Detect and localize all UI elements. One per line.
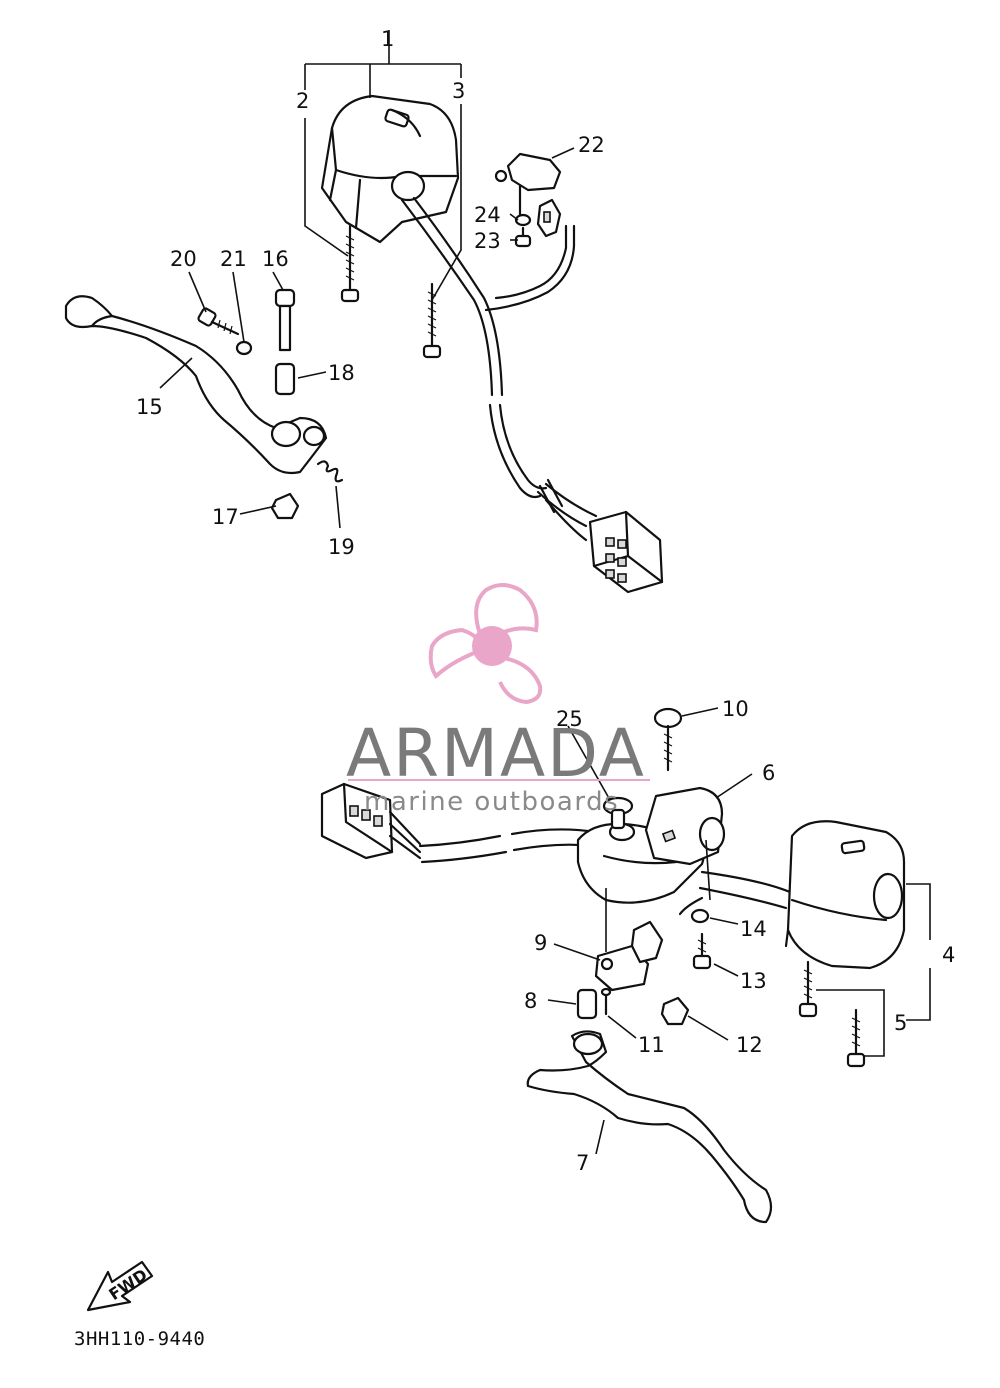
callout-14: 14 [740,917,767,941]
callout-21: 21 [220,247,247,271]
brake-lever [64,295,328,475]
handlebar [678,870,792,916]
lower-connector [320,782,422,860]
nut-12 [660,996,690,1026]
clutch-switch-9 [594,920,664,992]
callout-4: 4 [942,943,955,967]
screw-10 [653,707,683,772]
callout-3: 3 [452,79,465,103]
watermark-tagline: marine outboards [364,787,619,817]
drawing-code: 3HH110-9440 [74,1328,206,1350]
collar-8 [576,988,598,1020]
leader-lines [159,30,931,1155]
propeller-logo-icon [428,583,543,705]
callout-1: 1 [381,27,394,51]
nut-21 [235,340,253,356]
nut-17 [270,492,300,520]
screw-23 [514,226,532,248]
clutch-switch-cable [418,828,598,864]
forward-arrow-icon: FWD [86,1260,154,1312]
callout-17: 17 [212,505,239,529]
callout-6: 6 [762,761,775,785]
screw-11 [600,987,612,1016]
callout-19: 19 [328,535,355,559]
clutch-lever-holder [576,786,726,904]
watermark: ARMADA marine outboards [346,583,650,817]
spring-19 [316,460,344,483]
callout-2: 2 [296,89,309,113]
screws-5 [798,960,866,1068]
callout-5: 5 [894,1011,907,1035]
callout-22: 22 [578,133,605,157]
brake-switch [494,152,562,238]
bolt-20 [197,307,240,336]
screw-13 [692,932,712,970]
callout-7: 7 [576,1151,589,1175]
callout-24: 24 [474,203,501,227]
callout-23: 23 [474,229,501,253]
callout-13: 13 [740,969,767,993]
washer-24 [514,213,532,227]
callout-20: 20 [170,247,197,271]
left-switch-housing [784,820,906,970]
upper-connector [588,510,664,594]
screw-2 [340,224,360,303]
clutch-lever [526,1030,773,1224]
callout-18: 18 [328,361,355,385]
callout-15: 15 [136,395,163,419]
washer-14 [690,908,710,924]
rivet-25 [602,796,634,830]
screw-3 [422,282,442,359]
callout-11: 11 [638,1033,665,1057]
callout-16: 16 [262,247,289,271]
callout-9: 9 [534,931,547,955]
callout-12: 12 [736,1033,763,1057]
pivot-bolt-16 [274,288,296,352]
callout-25: 25 [556,707,583,731]
callout-labels: 1 2 3 4 5 6 7 8 9 10 11 12 13 14 15 16 1… [136,27,955,1175]
right-switch-cable [400,196,598,542]
callout-10: 10 [722,697,749,721]
collar-18 [274,362,296,396]
callout-8: 8 [524,989,537,1013]
right-switch-housing [320,94,460,244]
